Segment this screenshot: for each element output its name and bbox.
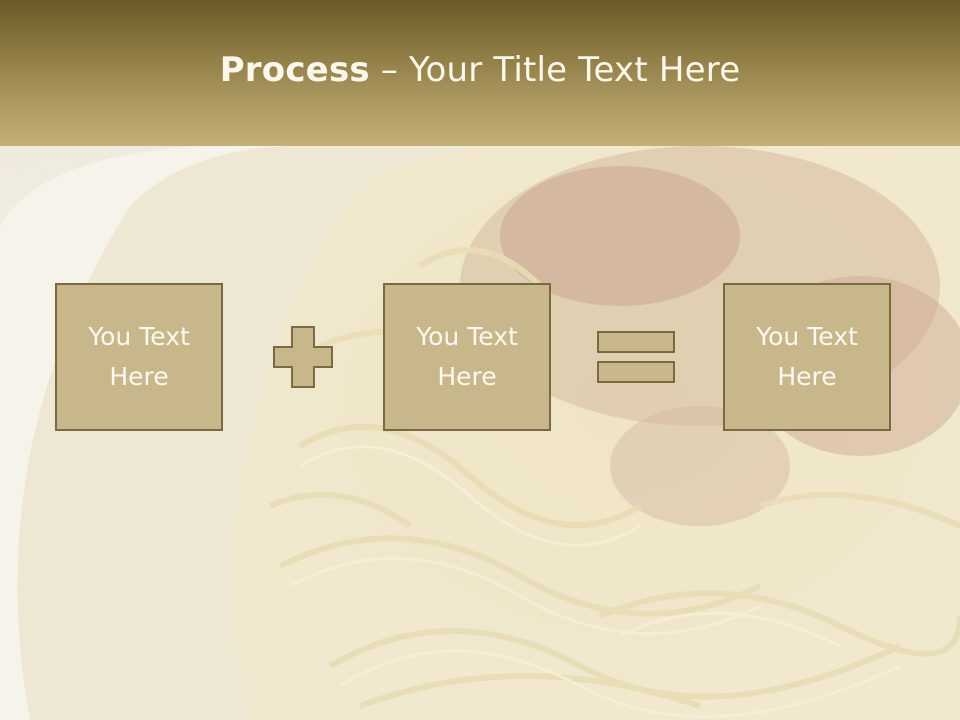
text-box-3[interactable]: You Text Here bbox=[723, 283, 891, 431]
plus-icon bbox=[273, 326, 333, 388]
text-box-3-label: You Text Here bbox=[756, 322, 858, 391]
title-bold: Process bbox=[219, 50, 370, 90]
background-photo bbox=[0, 146, 960, 720]
text-box-1[interactable]: You Text Here bbox=[55, 283, 223, 431]
text-box-2-label: You Text Here bbox=[416, 322, 518, 391]
equals-icon bbox=[597, 331, 675, 383]
slide-title: Process – Your Title Text Here bbox=[0, 50, 960, 90]
pasta-plate-image bbox=[0, 146, 960, 720]
text-box-2[interactable]: You Text Here bbox=[383, 283, 551, 431]
title-text: – Your Title Text Here bbox=[369, 50, 741, 90]
text-box-1-label: You Text Here bbox=[88, 322, 190, 391]
title-bar: Process – Your Title Text Here bbox=[0, 0, 960, 146]
